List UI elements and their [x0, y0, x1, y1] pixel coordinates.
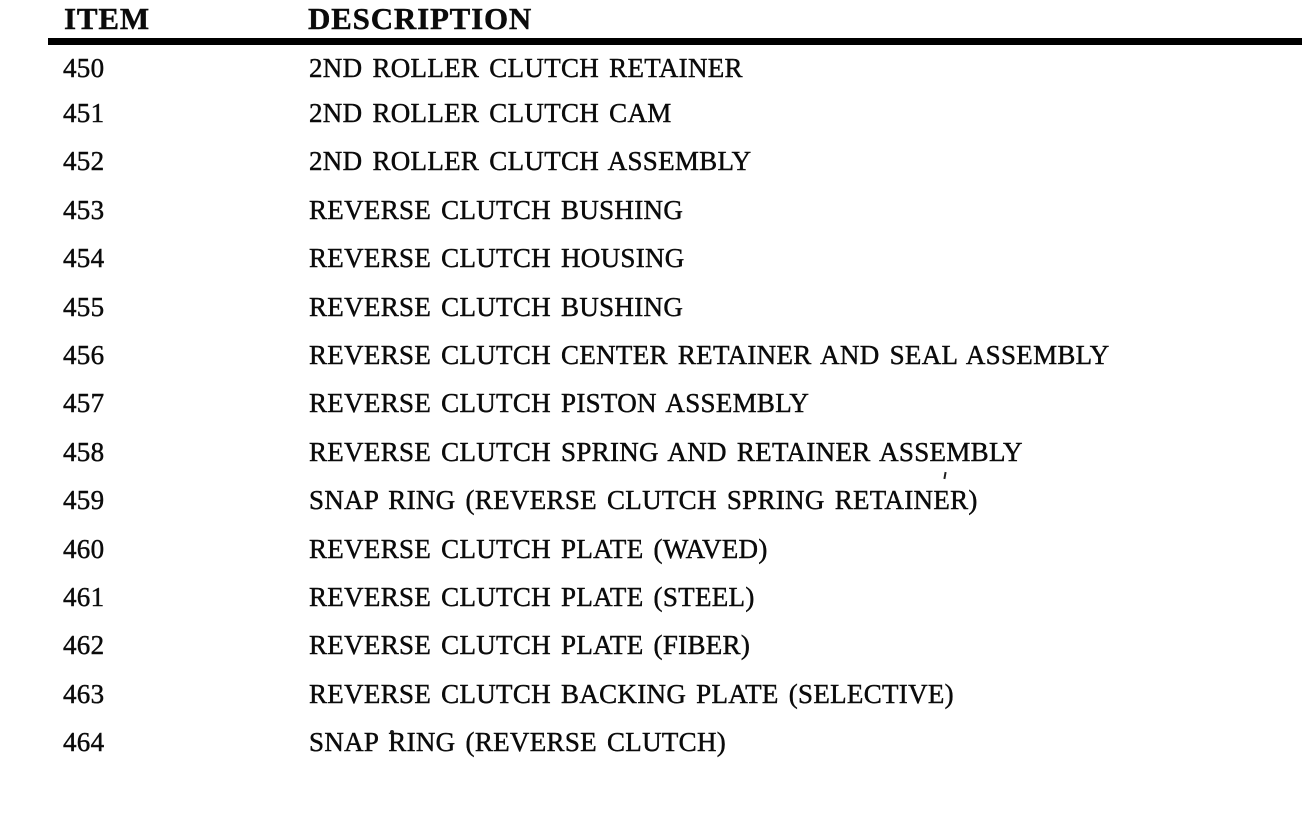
item-description-cell: 2ND ROLLER CLUTCH CAM — [309, 98, 672, 129]
table-row: 456 REVERSE CLUTCH CENTER RETAINER AND SE… — [48, 331, 1302, 379]
item-description-cell: 2ND ROLLER CLUTCH ASSEMBLY — [309, 146, 752, 177]
item-description-cell: REVERSE CLUTCH HOUSING — [309, 243, 685, 274]
table-row: 461 REVERSE CLUTCH PLATE (STEEL) — [48, 573, 1302, 621]
table-body: 450 2ND ROLLER CLUTCH RETAINER 451 2ND ROLL… — [48, 41, 1302, 767]
item-number-cell: 450 — [63, 53, 105, 84]
table-header-row: ITEM DESCRIPTION — [48, 0, 1302, 45]
item-number-cell: 463 — [63, 678, 105, 709]
item-description-cell: REVERSE CLUTCH BACKING PLATE (SELECTIVE) — [309, 678, 954, 709]
table-row: 459 SNAP RING (REVERSE CLUTCH SPRING RETA… — [48, 477, 1302, 525]
column-header-item: ITEM — [48, 0, 308, 45]
table-row: 452 2ND ROLLER CLUTCH ASSEMBLY — [48, 138, 1302, 186]
item-number-cell: 458 — [63, 436, 105, 467]
item-number-cell: 451 — [63, 98, 105, 129]
item-description-cell: REVERSE CLUTCH PISTON ASSEMBLY — [309, 388, 810, 419]
item-description-cell: REVERSE CLUTCH PLATE (STEEL) — [309, 581, 755, 612]
table-row: 453 REVERSE CLUTCH BUSHING — [48, 186, 1302, 234]
item-number-cell: 452 — [63, 146, 105, 177]
parts-table: ITEM DESCRIPTION 450 2ND ROLLER CLUTCH RE… — [48, 0, 1302, 767]
item-number-cell: 456 — [63, 340, 105, 371]
item-number-cell: 464 — [63, 727, 105, 758]
item-description-cell: REVERSE CLUTCH BUSHING — [309, 291, 684, 322]
item-number-cell: 457 — [63, 388, 105, 419]
item-number-cell: 455 — [63, 291, 105, 322]
scan-artifact-dot — [390, 730, 394, 734]
item-description-cell: SNAP RING (REVERSE CLUTCH SPRING RETAINE… — [309, 485, 978, 516]
table-row: 454 REVERSE CLUTCH HOUSING — [48, 235, 1302, 283]
item-number-cell: 453 — [63, 194, 105, 225]
table-row: 451 2ND ROLLER CLUTCH CAM — [48, 89, 1302, 137]
item-description-cell: 2ND ROLLER CLUTCH RETAINER — [309, 53, 743, 84]
table-row: 458 REVERSE CLUTCH SPRING AND RETAINER AS… — [48, 428, 1302, 476]
item-number-cell: 459 — [63, 485, 105, 516]
item-description-cell: REVERSE CLUTCH PLATE (WAVED) — [309, 533, 768, 564]
table-row: 457 REVERSE CLUTCH PISTON ASSEMBLY — [48, 380, 1302, 428]
table-row: 464 SNAP RING (REVERSE CLUTCH) — [48, 718, 1302, 766]
item-description-cell: SNAP RING (REVERSE CLUTCH) — [309, 727, 727, 758]
column-header-description: DESCRIPTION — [308, 0, 1302, 45]
table-row: 463 REVERSE CLUTCH BACKING PLATE (SELECTI… — [48, 670, 1302, 718]
item-description-cell: REVERSE CLUTCH PLATE (FIBER) — [309, 630, 751, 661]
item-description-cell: REVERSE CLUTCH SPRING AND RETAINER ASSEM… — [309, 436, 1023, 467]
table-row: 455 REVERSE CLUTCH BUSHING — [48, 283, 1302, 331]
item-number-cell: 462 — [63, 630, 105, 661]
table-row: 460 REVERSE CLUTCH PLATE (WAVED) — [48, 525, 1302, 573]
table-row: 450 2ND ROLLER CLUTCH RETAINER — [48, 41, 1302, 89]
table-row: 462 REVERSE CLUTCH PLATE (FIBER) — [48, 622, 1302, 670]
item-number-cell: 460 — [63, 533, 105, 564]
item-description-cell: REVERSE CLUTCH CENTER RETAINER AND SEAL … — [309, 340, 1110, 371]
item-number-cell: 454 — [63, 243, 105, 274]
item-description-cell: REVERSE CLUTCH BUSHING — [309, 194, 684, 225]
item-number-cell: 461 — [63, 581, 105, 612]
parts-table-grid: ITEM DESCRIPTION 450 2ND ROLLER CLUTCH RE… — [48, 0, 1302, 767]
